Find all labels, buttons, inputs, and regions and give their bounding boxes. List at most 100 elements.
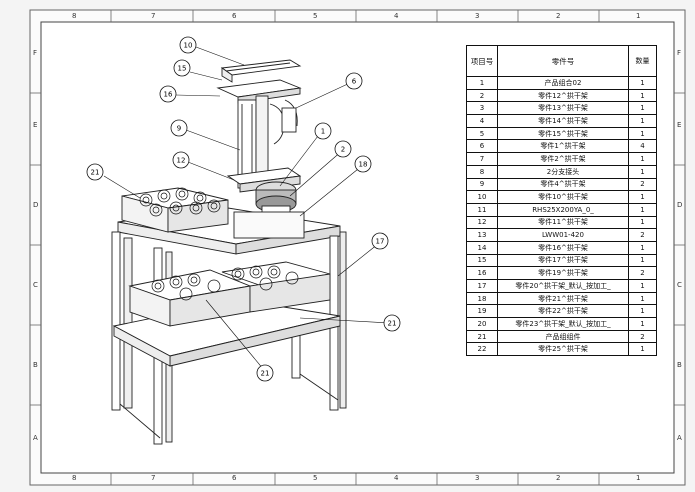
balloon-label: 2 (341, 146, 345, 154)
bom-item-number: 5 (466, 126, 498, 141)
zone-label: D (33, 201, 39, 209)
bom-part-name: 零件12^拱干架 (497, 88, 629, 103)
bom-item-number: 3 (466, 101, 498, 116)
zone-label: 7 (151, 474, 156, 482)
zone-label: 5 (313, 12, 318, 20)
zone-label: B (677, 361, 682, 369)
bom-item-number: 10 (466, 190, 498, 204)
zone-label: B (33, 361, 38, 369)
balloon-label: 6 (352, 78, 357, 86)
zone-label: D (677, 201, 683, 209)
bom-item-number: 13 (466, 228, 498, 242)
bom-header-item: 项目号 (466, 45, 498, 77)
bom-part-name: LWW01-420 (497, 228, 629, 242)
bom-quantity: 2 (628, 177, 657, 192)
bom-item-number: 6 (466, 139, 498, 154)
bom-item-number: 21 (466, 329, 498, 344)
zone-label: C (677, 281, 682, 289)
bom-quantity: 1 (628, 279, 657, 293)
bom-part-name: 零件22^拱干架 (497, 304, 629, 319)
bom-quantity: 1 (628, 152, 657, 166)
bom-part-name: RHS25X200YA_0_ (497, 202, 629, 217)
bom-header-qty: 数量 (628, 45, 657, 77)
bom-quantity: 1 (628, 342, 657, 357)
balloon-label: 1 (321, 128, 325, 136)
bom-quantity: 2 (628, 228, 657, 242)
bom-quantity: 1 (628, 76, 657, 90)
zone-label: 8 (72, 12, 77, 20)
bom-item-number: 14 (466, 240, 498, 255)
bom-quantity: 2 (628, 329, 657, 344)
bom-item-number: 16 (466, 266, 498, 280)
balloon-label: 12 (177, 157, 186, 165)
balloon-label: 16 (164, 91, 173, 99)
bom-quantity: 1 (628, 215, 657, 230)
zone-label: A (33, 434, 38, 442)
bom-part-name: 零件20^拱干架_默认_按加工_ (497, 279, 629, 293)
bom-part-name: 零件13^拱干架 (497, 101, 629, 116)
bom-quantity: 1 (628, 126, 657, 141)
zone-label: 3 (475, 474, 480, 482)
zone-label: 8 (72, 474, 77, 482)
bom-quantity: 4 (628, 139, 657, 154)
bom-part-name: 零件10^拱干架 (497, 190, 629, 204)
bom-part-name: 零件16^拱干架 (497, 240, 629, 255)
zone-label: C (33, 281, 38, 289)
balloon-label: 15 (178, 65, 187, 73)
bom-quantity: 1 (628, 114, 657, 128)
zone-label: 5 (313, 474, 318, 482)
bom-part-name: 零件25^拱干架 (497, 342, 629, 357)
bom-item-number: 19 (466, 304, 498, 319)
zone-label: 6 (232, 12, 237, 20)
balloon-label: 18 (359, 161, 368, 169)
bom-quantity: 1 (628, 253, 657, 268)
balloon-label: 21 (261, 370, 270, 378)
bom-item-number: 2 (466, 88, 498, 103)
bom-part-name: 零件14^拱干架 (497, 114, 629, 128)
bom-item-number: 8 (466, 164, 498, 179)
bom-quantity: 1 (628, 190, 657, 204)
zone-label: 3 (475, 12, 480, 20)
bom-part-name: 零件1^拱干架 (497, 139, 629, 154)
bom-part-name: 零件21^拱干架 (497, 291, 629, 306)
bom-item-number: 20 (466, 317, 498, 331)
bom-header-part: 零件号 (497, 45, 629, 77)
balloon-label: 10 (184, 42, 193, 50)
zone-label: 6 (232, 474, 237, 482)
bom-item-number: 11 (466, 202, 498, 217)
bom-item-number: 22 (466, 342, 498, 357)
bom-part-name: 零件23^拱干架_默认_按加工_ (497, 317, 629, 331)
bom-item-number: 18 (466, 291, 498, 306)
balloon-label: 21 (388, 320, 397, 328)
zone-label: 1 (636, 12, 641, 20)
bom-part-name: 零件15^拱干架 (497, 126, 629, 141)
zone-label: 7 (151, 12, 156, 20)
bom-part-name: 零件19^拱干架 (497, 266, 629, 280)
zone-label: E (677, 121, 682, 129)
zone-label: F (677, 49, 682, 57)
zone-label: E (33, 121, 38, 129)
bom-item-number: 4 (466, 114, 498, 128)
balloon-label: 9 (177, 125, 181, 133)
bom-quantity: 1 (628, 304, 657, 319)
